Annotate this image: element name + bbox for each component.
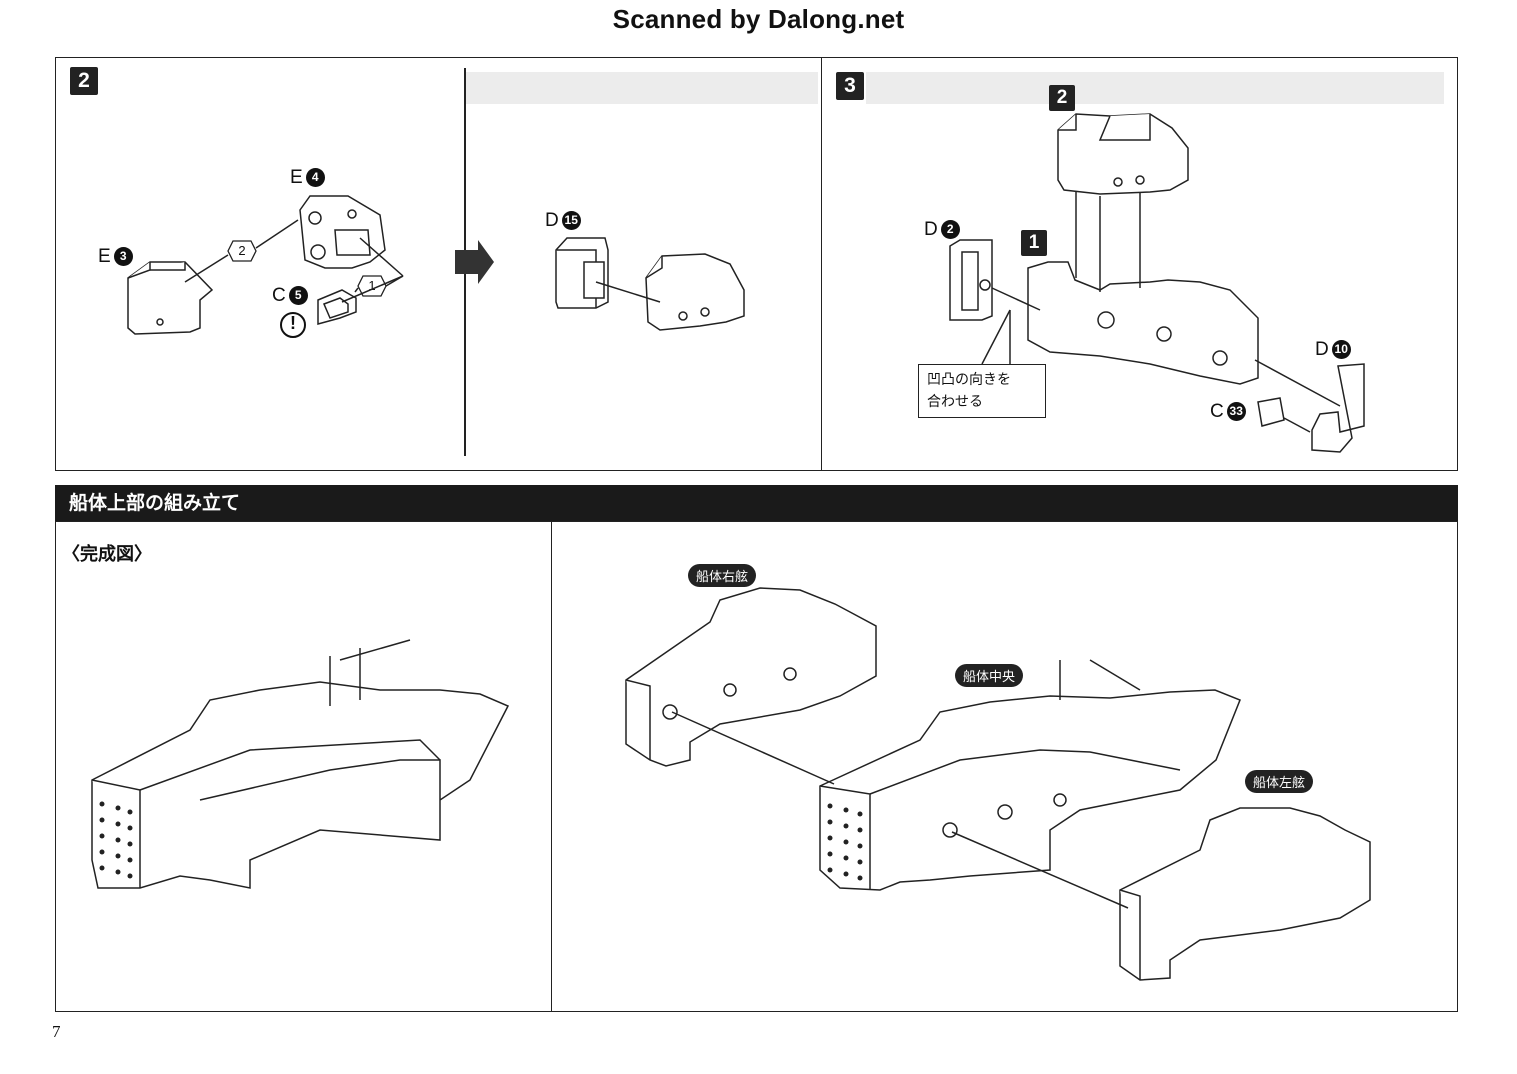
order-hex-1	[357, 275, 387, 297]
order-number-1: 1	[368, 278, 376, 293]
caution-mark-text: !	[290, 313, 296, 333]
part-number-badge: 3	[113, 247, 133, 267]
step3-header-bar	[866, 72, 1444, 104]
step3-number: 3	[836, 72, 864, 100]
part-d10-drawing	[1311, 363, 1365, 453]
callout-line-1: 凹凸の向きを	[927, 372, 1011, 388]
completed-view-label: 〈完成図〉	[62, 544, 152, 565]
step2-header-bar	[464, 72, 818, 104]
part-number-badge: 10	[1331, 340, 1351, 360]
step2-number: 2	[70, 67, 98, 95]
step3-sub-label-1: 1	[1021, 230, 1047, 256]
step2-panel: 2	[55, 57, 822, 471]
completed-ship-port-dots	[99, 801, 133, 879]
part-letter: D	[1315, 339, 1329, 360]
alignment-callout: 凹凸の向きを 合わせる	[918, 364, 1046, 418]
part-c33-drawing	[1257, 397, 1285, 427]
module-2-drawing	[1057, 113, 1189, 195]
part-letter: E	[290, 167, 303, 188]
part-letter: C	[1210, 401, 1224, 422]
step3-sub-label-2: 2	[1049, 85, 1075, 111]
step2-arrows	[184, 219, 404, 303]
assembled-head-drawing	[645, 253, 745, 331]
module-1-drawing	[1027, 261, 1259, 385]
caution-icon	[280, 312, 306, 338]
part-d2-drawing	[949, 239, 993, 321]
completed-ship-drawing	[91, 639, 510, 889]
part-c5-drawing	[317, 289, 357, 325]
part-number-badge: 4	[305, 168, 325, 188]
hull-label-left: 船体左舷	[1245, 770, 1314, 793]
callout-line-2: 合わせる	[927, 394, 983, 410]
hull-assembly-arrows	[671, 711, 1129, 909]
part-letter: D	[545, 210, 559, 231]
part-e3-drawing	[127, 261, 214, 335]
left-hull-drawing	[1119, 807, 1371, 981]
part-number-badge: 2	[940, 220, 960, 240]
hull-label-center: 船体中央	[955, 664, 1024, 687]
part-letter: E	[98, 246, 111, 267]
step3-arrows	[981, 192, 1341, 433]
order-number-2: 2	[238, 243, 246, 258]
center-hull-drawing	[819, 659, 1241, 891]
hull-label-right: 船体右舷	[688, 564, 757, 587]
part-d15-drawing	[555, 237, 609, 309]
part-letter: C	[272, 285, 286, 306]
hull-assembly-panel	[551, 521, 1458, 1012]
page-number: 7	[52, 1022, 61, 1041]
scan-watermark: Scanned by Dalong.net	[612, 4, 905, 34]
part-letter: D	[924, 219, 938, 240]
order-hex-2	[227, 240, 257, 262]
section-title-banner: 船体上部の組み立て	[55, 485, 1458, 521]
part-e4-drawing	[299, 195, 386, 269]
right-hull-drawing	[625, 587, 877, 767]
part-number-badge: 15	[561, 211, 581, 231]
section-title: 船体上部の組み立て	[69, 492, 241, 514]
part-number-badge: 5	[288, 286, 308, 306]
center-hull-port-dots	[827, 803, 863, 881]
part-number-badge: 33	[1226, 402, 1246, 422]
flow-arrow	[455, 240, 494, 284]
step3-panel: 3	[821, 57, 1458, 471]
